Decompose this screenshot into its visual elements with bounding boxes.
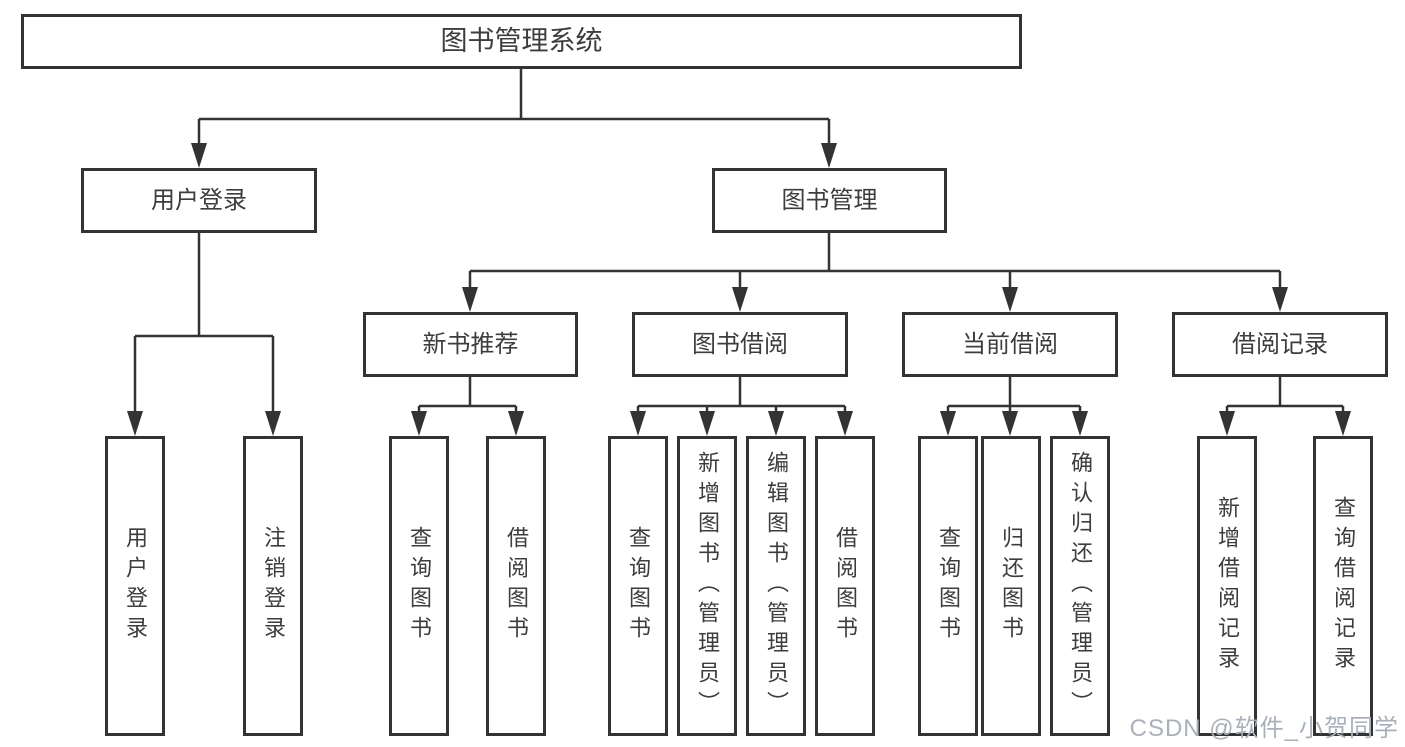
leaf-logout: 注销登录 <box>243 436 303 736</box>
arrow-down-icon <box>191 143 207 168</box>
arrow-down-icon <box>1002 287 1018 312</box>
node-current-borrow: 当前借阅 <box>902 312 1118 377</box>
leaf-add-book-admin: 新增图书（管理员） <box>677 436 737 736</box>
leaf-return-book: 归还图书 <box>981 436 1041 736</box>
leaf-borrow-book-recommend: 借阅图书 <box>486 436 546 736</box>
arrow-down-icon <box>837 411 853 436</box>
connector-new-book-children <box>417 377 518 411</box>
leaf-edit-book-admin: 编辑图书（管理员） <box>746 436 806 736</box>
leaf-borrow-book: 借阅图书 <box>815 436 875 736</box>
arrow-down-icon <box>699 411 715 436</box>
arrow-down-icon <box>1072 411 1088 436</box>
node-new-book-recommend: 新书推荐 <box>363 312 578 377</box>
leaf-query-borrow-record: 查询借阅记录 <box>1313 436 1373 736</box>
connector-book-management-children <box>468 233 1282 287</box>
leaf-user-login: 用户登录 <box>105 436 165 736</box>
arrow-down-icon <box>1219 411 1235 436</box>
arrow-down-icon <box>462 287 478 312</box>
connector-user-login-children <box>133 233 275 411</box>
node-book-borrow: 图书借阅 <box>632 312 848 377</box>
arrow-down-icon <box>411 411 427 436</box>
arrow-down-icon <box>732 287 748 312</box>
node-library-management-system: 图书管理系统 <box>21 14 1022 69</box>
arrow-down-icon <box>508 411 524 436</box>
connector-book-borrow-children <box>636 377 847 411</box>
node-book-management: 图书管理 <box>712 168 947 233</box>
leaf-query-book-current: 查询图书 <box>918 436 978 736</box>
arrow-down-icon <box>1272 287 1288 312</box>
connector-root-to-level2 <box>197 69 831 143</box>
arrow-down-icon <box>1335 411 1351 436</box>
arrow-down-icon <box>127 411 143 436</box>
leaf-query-book-borrow: 查询图书 <box>608 436 668 736</box>
watermark: CSDN @软件_小贺同学 <box>1129 715 1399 742</box>
node-user-login: 用户登录 <box>81 168 317 233</box>
leaf-confirm-return-admin: 确认归还（管理员） <box>1050 436 1110 736</box>
arrow-down-icon <box>768 411 784 436</box>
arrow-down-icon <box>940 411 956 436</box>
arrow-down-icon <box>630 411 646 436</box>
connector-current-borrow-children <box>946 377 1082 411</box>
arrow-down-icon <box>821 143 837 168</box>
arrow-down-icon <box>265 411 281 436</box>
arrow-down-icon <box>1002 411 1018 436</box>
connector-borrow-records-children <box>1225 377 1345 411</box>
leaf-add-borrow-record: 新增借阅记录 <box>1197 436 1257 736</box>
node-borrow-records: 借阅记录 <box>1172 312 1388 377</box>
leaf-query-book-recommend: 查询图书 <box>389 436 449 736</box>
